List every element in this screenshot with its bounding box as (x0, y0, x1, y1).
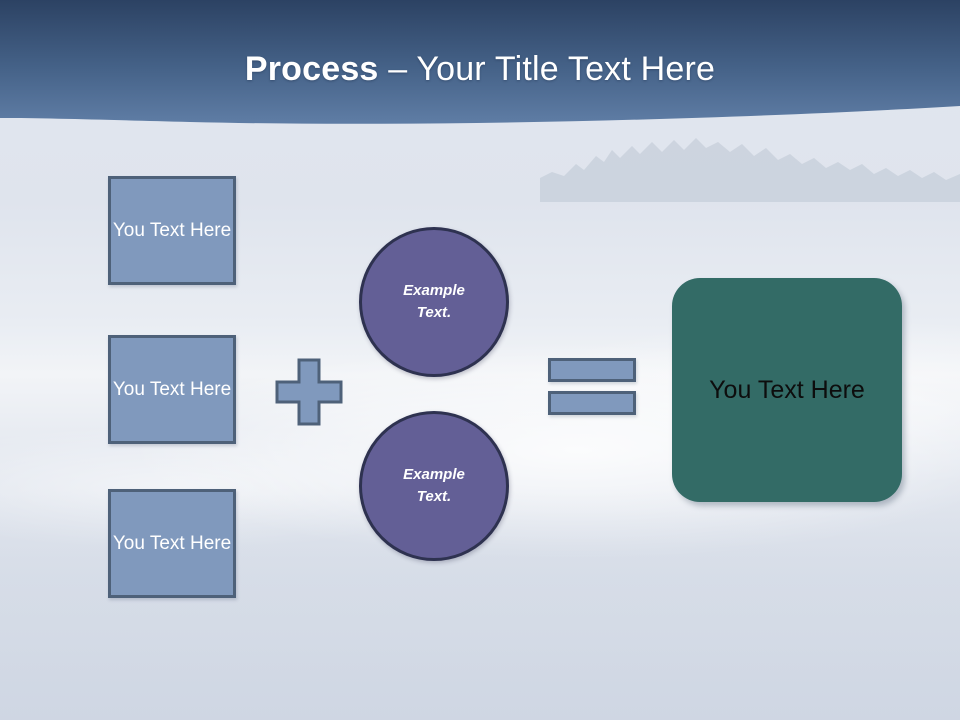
input-box-2-label: You Text Here (112, 378, 232, 400)
example-circle-1[interactable]: Example Text. (359, 227, 509, 377)
page-title-rest: – Your Title Text Here (378, 50, 716, 88)
input-box-3-label: You Text Here (112, 532, 232, 554)
equals-sign-icon (548, 358, 636, 416)
example-circle-2[interactable]: Example Text. (359, 411, 509, 561)
input-box-3[interactable]: You Text Here (108, 489, 236, 598)
page-title: Process – Your Title Text Here (0, 50, 960, 89)
example-circle-1-line2: Text. (416, 304, 452, 321)
plus-sign-icon (275, 358, 343, 426)
input-box-2[interactable]: You Text Here (108, 335, 236, 444)
input-box-1-label: You Text Here (112, 219, 232, 241)
example-circle-1-line1: Example (403, 281, 465, 299)
input-box-1[interactable]: You Text Here (108, 176, 236, 285)
example-circle-2-line2: Text. (416, 488, 452, 505)
background-treeline-icon (540, 138, 960, 202)
equals-bar-top (548, 358, 636, 382)
page-title-bold: Process (244, 50, 379, 88)
result-box[interactable]: You Text Here (672, 278, 902, 502)
equals-bar-bottom (548, 391, 636, 415)
example-circle-2-line1: Example (403, 465, 465, 483)
result-box-label: You Text Here (709, 375, 865, 404)
